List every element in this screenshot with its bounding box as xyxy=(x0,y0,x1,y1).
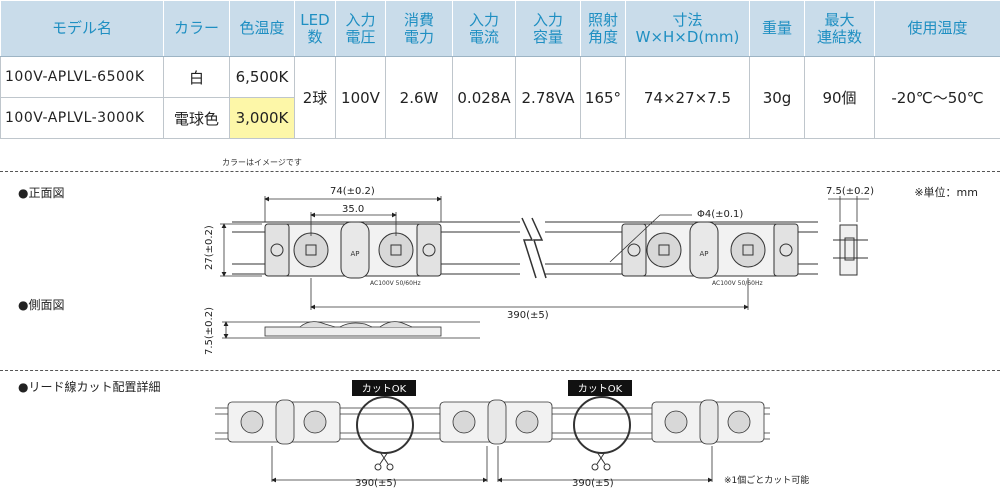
divider-middle xyxy=(0,370,1000,371)
logo-mark: AP xyxy=(350,250,359,258)
side-view xyxy=(222,321,480,339)
color-temp-cell-highlight: 3,000K xyxy=(229,97,295,139)
header-temp-range: 使用温度 xyxy=(874,0,1000,57)
dim-7-5-side: 7.5(±0.2) xyxy=(204,307,215,355)
dim-35: 35.0 xyxy=(342,204,364,215)
dim-7-5: 7.5(±0.2) xyxy=(826,186,874,197)
ac-label: AC100V 50/60Hz xyxy=(370,280,421,287)
svg-text:カットOK: カットOK xyxy=(362,383,407,395)
lead-dim-390: 390(±5) xyxy=(355,478,397,489)
capacity-cell: 2.78VA xyxy=(515,56,581,139)
model-name: 100V-APLVL-6500K xyxy=(0,56,164,98)
image-note: カラーはイメージです xyxy=(222,158,302,167)
ac-label: AC100V 50/60Hz xyxy=(712,280,763,287)
spec-row: 100V-APLVL-6500K 白 6,500K 2球 100V 2.6W 0… xyxy=(0,56,1000,139)
header-power: 消費電力 xyxy=(385,0,453,57)
logo-mark: AP xyxy=(699,250,708,258)
header-model: モデル名 xyxy=(0,0,164,57)
lead-module xyxy=(227,399,341,445)
divider-top xyxy=(0,171,1000,172)
voltage-cell: 100V xyxy=(335,56,386,139)
cut-ok-label: カットOK xyxy=(568,380,632,396)
svg-text:カットOK: カットOK xyxy=(578,383,623,395)
front-dimensions xyxy=(220,196,869,310)
dim-390: 390(±5) xyxy=(507,310,549,321)
dim-27: 27(±0.2) xyxy=(204,225,215,270)
front-view-title: ●正面図 xyxy=(18,186,65,200)
lead-module xyxy=(651,399,765,445)
led-module-right: AP AC100V 50/60Hz xyxy=(621,221,799,287)
lead-module xyxy=(439,399,553,445)
current-cell: 0.028A xyxy=(452,56,516,139)
header-max-link: 最大連結数 xyxy=(804,0,875,57)
dim-phi4: Φ4(±0.1) xyxy=(697,209,743,220)
header-weight: 重量 xyxy=(749,0,805,57)
scissors-icon xyxy=(591,451,611,471)
lead-cut-title: ●リード線カット配置詳細 xyxy=(18,380,161,394)
scissors-icon xyxy=(374,451,394,471)
color-cell: 白 xyxy=(163,56,230,98)
spec-row: 100V-APLVL-3000K 電球色 3,000K xyxy=(0,97,1000,139)
size-cell: 74×27×7.5 xyxy=(625,56,750,139)
front-view: AP AC100V 50/60Hz AP AC100V 50/60Hz xyxy=(232,217,868,287)
header-current: 入力電流 xyxy=(452,0,516,57)
led-count-cell: 2球 xyxy=(294,56,336,139)
header-voltage: 入力電圧 xyxy=(335,0,386,57)
unit-note: ※単位：mm xyxy=(914,186,978,199)
lead-cut-view xyxy=(215,396,770,483)
model-name: 100V-APLVL-3000K xyxy=(0,97,164,139)
lead-dim-390: 390(±5) xyxy=(572,478,614,489)
power-cell: 2.6W xyxy=(385,56,453,139)
lead-note: ※1個ごとカット可能 xyxy=(724,474,809,486)
header-capacity: 入力容量 xyxy=(515,0,581,57)
angle-cell: 165° xyxy=(580,56,626,139)
end-view xyxy=(833,224,868,276)
color-temp-cell: 6,500K xyxy=(229,56,295,98)
dim-74: 74(±0.2) xyxy=(330,186,375,197)
side-view-title: ●側面図 xyxy=(18,298,65,312)
temp-range-cell: -20℃〜50℃ xyxy=(874,56,1000,139)
led-module-left: AP AC100V 50/60Hz xyxy=(264,221,442,287)
cut-ok-label: カットOK xyxy=(352,380,416,396)
